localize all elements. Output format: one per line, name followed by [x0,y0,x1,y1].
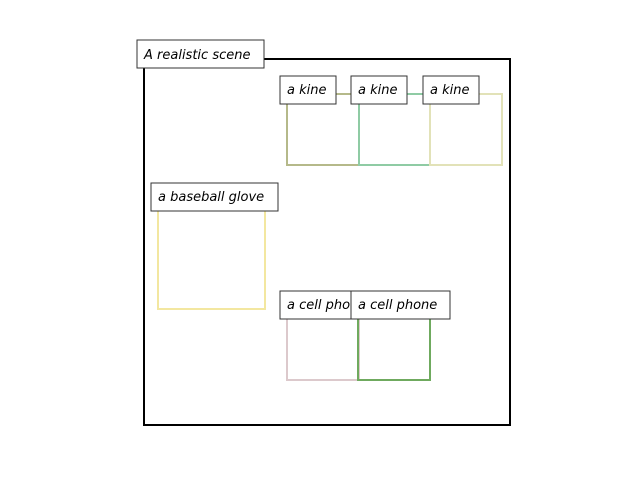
scene-title: A realistic scene [136,39,265,69]
box-label-bg [279,75,337,105]
boxes-layer [157,93,503,381]
scene-frame [143,58,511,426]
bounding-box-4 [157,201,266,310]
box-label-2: a kine [350,75,408,105]
box-label-text: a kine [430,83,469,98]
box-label-bg [350,75,408,105]
bounding-box-3 [429,93,503,166]
bounding-box-1 [286,93,360,166]
labels-layer: a kine a kine a kine a baseball glove a cell… [150,75,480,320]
box-label-bg [150,182,279,212]
box-label-bg [422,75,480,105]
box-label-6: a cell phone [350,290,451,320]
bounding-box-2 [358,93,431,166]
bounding-box-6 [357,308,431,381]
box-label-bg [350,290,451,320]
scene-title-text: A realistic scene [143,48,250,63]
box-label-3: a kine [422,75,480,105]
box-label-text: a cell phone [287,298,366,313]
box-label-text: a kine [287,83,326,98]
box-label-text: a baseball glove [158,190,264,205]
box-label-text: a cell phone [358,298,437,313]
box-label-4: a baseball glove [150,182,279,212]
scene-title-bg [136,39,265,69]
box-label-1: a kine [279,75,337,105]
box-label-text: a kine [358,83,397,98]
bounding-box-5 [286,308,360,381]
